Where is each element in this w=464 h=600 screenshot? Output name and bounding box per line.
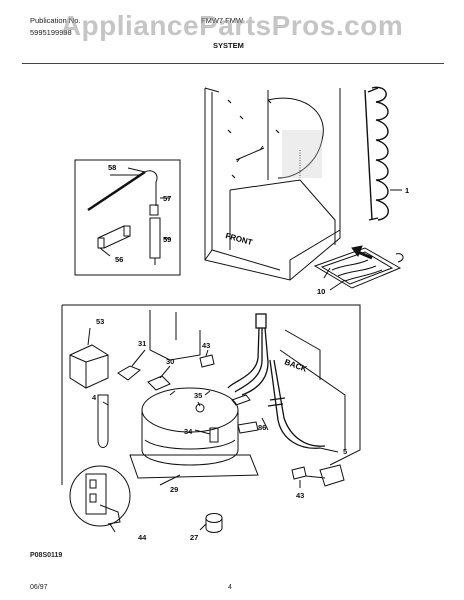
cabinet-outline bbox=[204, 87, 341, 281]
callout-30: 30 bbox=[166, 357, 174, 366]
flow-arrow bbox=[357, 250, 373, 260]
inset-box bbox=[74, 159, 181, 276]
flow-arrow-head bbox=[351, 245, 363, 258]
lower-diagram: 53 31 30 43 4 35 34 86 5 29 43 44 27 BAC… bbox=[61, 304, 361, 542]
callout-1: 1 bbox=[405, 186, 409, 195]
callout-56: 56 bbox=[115, 255, 123, 264]
figure-code: P08S0119 bbox=[30, 552, 63, 559]
callout-4: 4 bbox=[92, 393, 97, 402]
callout-43-bottom: 43 bbox=[296, 491, 304, 500]
condenser-coil bbox=[364, 86, 389, 221]
callout-5: 5 bbox=[343, 447, 347, 456]
section-title: SYSTEM bbox=[213, 41, 244, 50]
callout-27: 27 bbox=[190, 533, 198, 542]
front-label: FRONT bbox=[224, 231, 253, 247]
callout-10: 10 bbox=[317, 287, 325, 296]
drier bbox=[97, 394, 109, 448]
callout-29: 29 bbox=[170, 485, 178, 494]
callout-59: 59 bbox=[163, 235, 171, 244]
publication-number: 5995199998 bbox=[30, 28, 72, 37]
back-label: BACK bbox=[283, 357, 308, 373]
callout-31: 31 bbox=[138, 339, 146, 348]
wiring-harness bbox=[227, 313, 326, 449]
relay-assembly bbox=[69, 344, 171, 391]
clip-43-bottom bbox=[291, 466, 307, 480]
footer-date: 06/97 bbox=[30, 584, 48, 591]
callout-58: 58 bbox=[108, 163, 116, 172]
callout-53: 53 bbox=[96, 317, 104, 326]
compressor bbox=[129, 387, 259, 479]
power-cord-plug bbox=[305, 464, 345, 487]
header-divider bbox=[22, 63, 444, 64]
callout-43-top: 43 bbox=[202, 341, 210, 350]
grommet bbox=[205, 513, 223, 533]
watermark: AppliancePartsPros.com bbox=[60, 10, 404, 41]
callout-86: 86 bbox=[258, 423, 266, 432]
callout-35: 35 bbox=[194, 391, 202, 400]
clip-43-top bbox=[199, 354, 215, 368]
drain-pan bbox=[313, 247, 404, 289]
callout-44: 44 bbox=[138, 533, 147, 542]
model-number: FMW7 FMW bbox=[201, 16, 244, 25]
upper-diagram: 1 10 58 57 59 56 FRONT bbox=[74, 86, 409, 296]
page-number: 4 bbox=[228, 584, 232, 591]
publication-label: Publication No. bbox=[30, 16, 81, 25]
outlet-inset bbox=[69, 465, 131, 527]
machine-compartment bbox=[61, 304, 361, 485]
callout-57: 57 bbox=[163, 194, 171, 203]
callout-34: 34 bbox=[184, 427, 193, 436]
